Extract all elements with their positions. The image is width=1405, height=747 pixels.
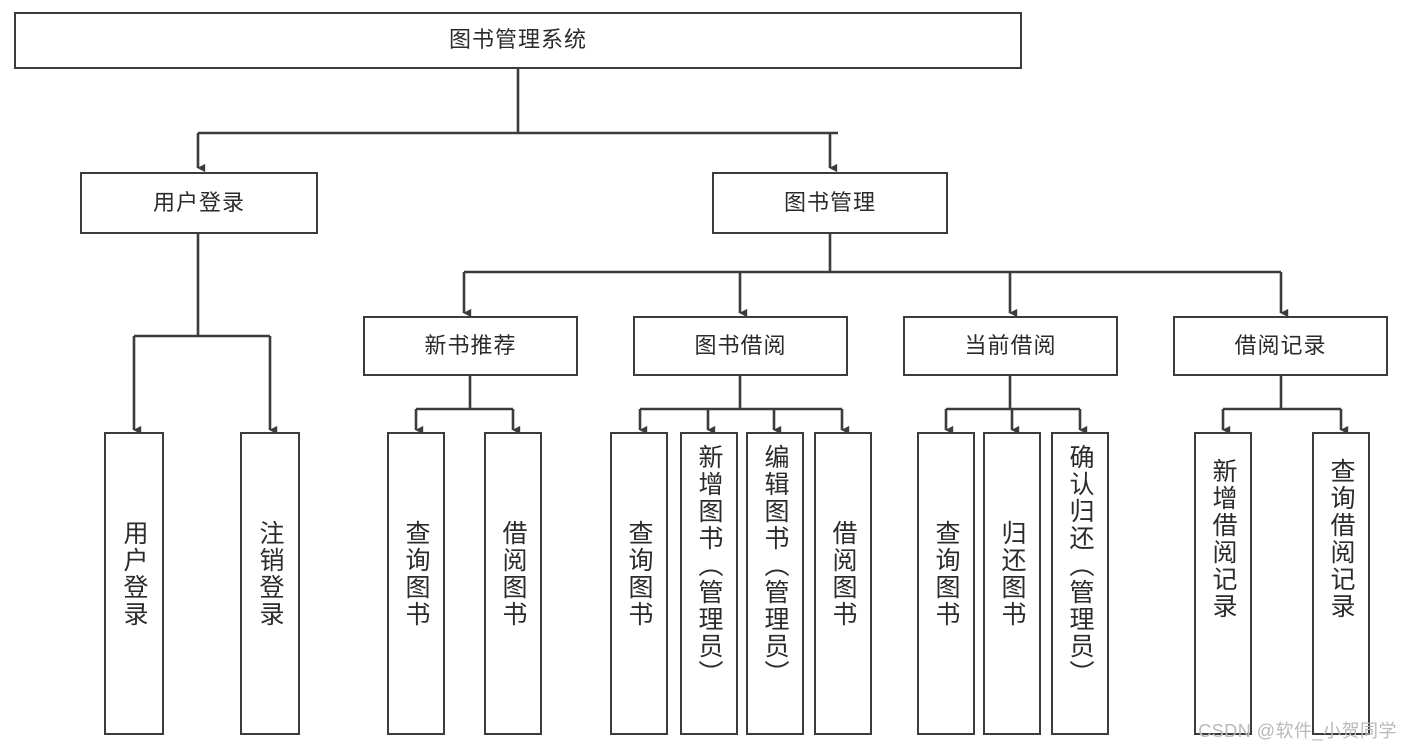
node-user-login[interactable]: 用户登录 (80, 172, 318, 234)
node-borrow-record[interactable]: 借阅记录 (1173, 316, 1388, 376)
leaf-user-login[interactable]: 用户登录 (104, 432, 164, 735)
leaf-return-book-label: 归还图书 (998, 520, 1026, 628)
leaf-edit-book-label: 编辑图书（管理员） (761, 444, 789, 687)
node-book-borrow[interactable]: 图书借阅 (633, 316, 848, 376)
node-new-book-recommend[interactable]: 新书推荐 (363, 316, 578, 376)
node-user-login-label: 用户登录 (152, 189, 245, 215)
node-current-borrow-label: 当前借阅 (964, 332, 1057, 358)
leaf-logout-login-label: 注销登录 (256, 520, 284, 628)
leaf-edit-book[interactable]: 编辑图书（管理员） (746, 432, 804, 735)
leaf-query-record-label: 查询借阅记录 (1327, 458, 1355, 620)
node-current-borrow[interactable]: 当前借阅 (903, 316, 1118, 376)
leaf-query-book-3[interactable]: 查询图书 (917, 432, 975, 735)
node-borrow-record-label: 借阅记录 (1234, 332, 1327, 358)
node-book-manage-label: 图书管理 (783, 189, 876, 215)
leaf-user-login-label: 用户登录 (120, 520, 148, 628)
node-root-label: 图书管理系统 (448, 27, 587, 53)
node-book-manage[interactable]: 图书管理 (712, 172, 948, 234)
leaf-query-book-1[interactable]: 查询图书 (387, 432, 445, 735)
leaf-borrow-book-2[interactable]: 借阅图书 (814, 432, 872, 735)
leaf-add-record-label: 新增借阅记录 (1209, 458, 1237, 620)
leaf-add-book[interactable]: 新增图书（管理员） (680, 432, 738, 735)
leaf-query-book-2[interactable]: 查询图书 (610, 432, 668, 735)
leaf-confirm-return[interactable]: 确认归还（管理员） (1051, 432, 1109, 735)
leaf-borrow-book-1[interactable]: 借阅图书 (484, 432, 542, 735)
leaf-return-book[interactable]: 归还图书 (983, 432, 1041, 735)
leaf-query-record[interactable]: 查询借阅记录 (1312, 432, 1370, 735)
leaf-confirm-return-label: 确认归还（管理员） (1066, 444, 1094, 687)
leaf-logout-login[interactable]: 注销登录 (240, 432, 300, 735)
csdn-watermark: CSDN @软件_小贺同学 (1198, 721, 1397, 741)
leaf-add-book-label: 新增图书（管理员） (695, 444, 723, 687)
leaf-add-record[interactable]: 新增借阅记录 (1194, 432, 1252, 735)
leaf-query-book-3-label: 查询图书 (932, 520, 960, 628)
leaf-query-book-2-label: 查询图书 (625, 520, 653, 628)
node-new-book-recommend-label: 新书推荐 (424, 332, 517, 358)
leaf-borrow-book-2-label: 借阅图书 (829, 520, 857, 628)
node-root[interactable]: 图书管理系统 (14, 12, 1022, 69)
node-book-borrow-label: 图书借阅 (694, 332, 787, 358)
leaf-query-book-1-label: 查询图书 (402, 520, 430, 628)
leaf-borrow-book-1-label: 借阅图书 (499, 520, 527, 628)
